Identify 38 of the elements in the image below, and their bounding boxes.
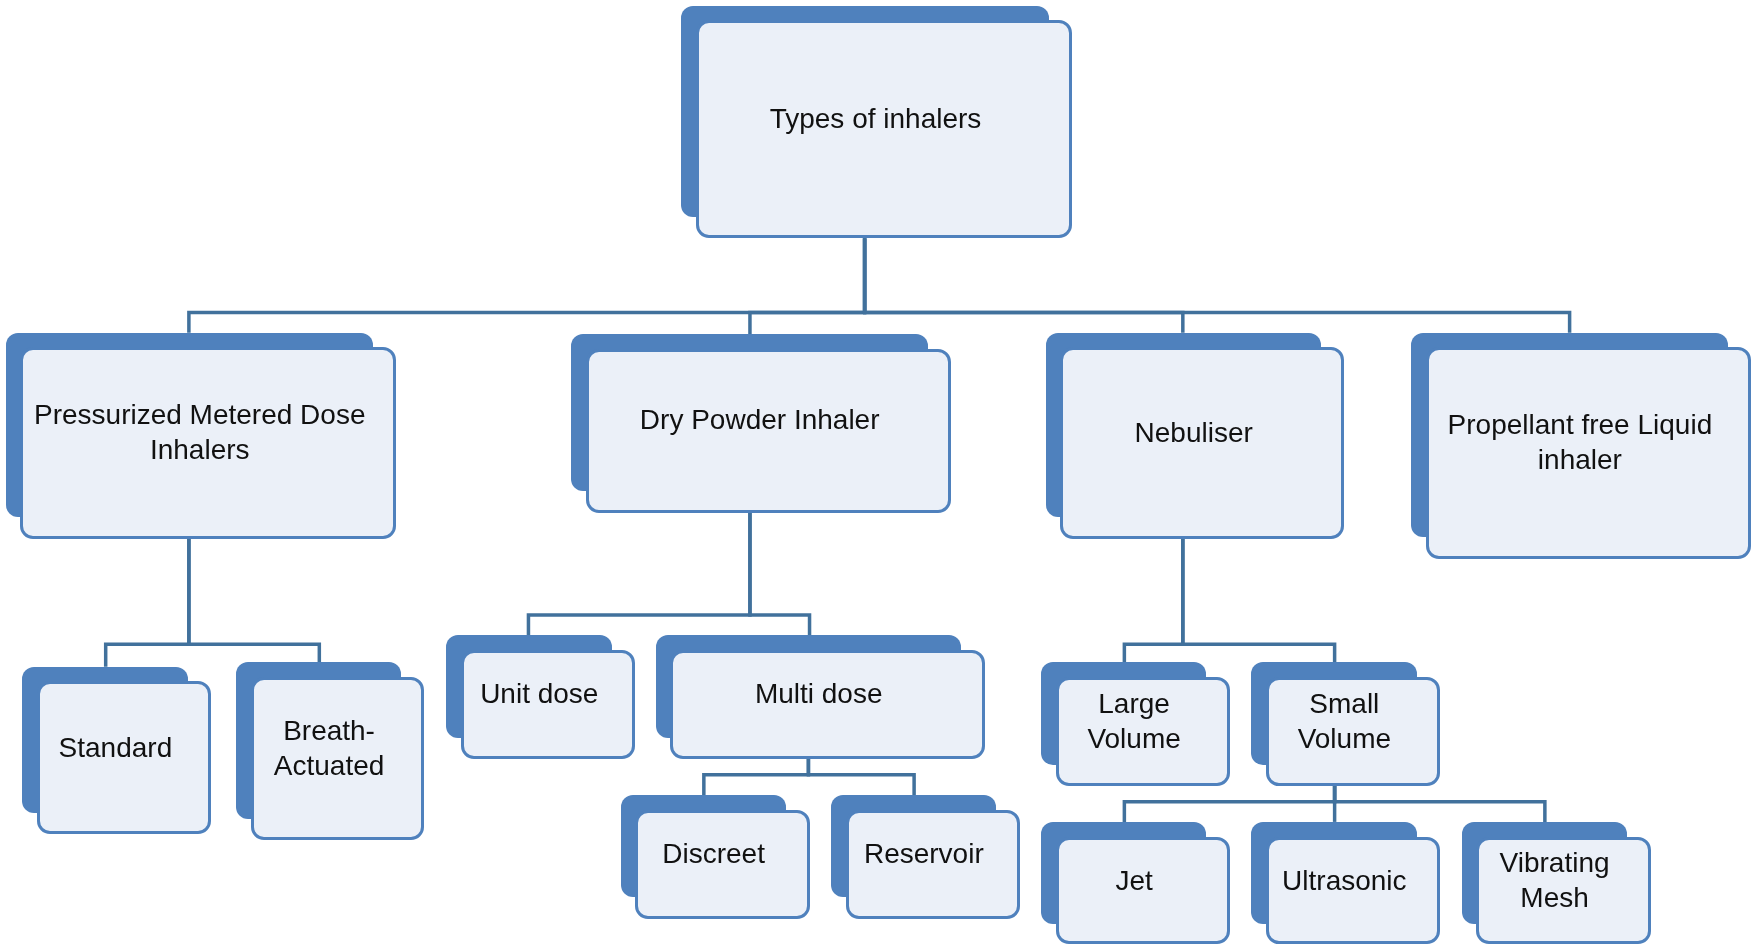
process-box: [1461, 821, 1651, 945]
connector-line: [862, 238, 1572, 333]
node-label: Reservoir: [863, 836, 984, 871]
node-label: Multi dose: [754, 677, 883, 712]
node-label: Vibrating Mesh: [1498, 846, 1611, 916]
node-label: Nebuliser: [1134, 415, 1253, 450]
node-label: Breath-Actuated: [272, 713, 386, 783]
process-box: [1045, 332, 1344, 539]
process-box: [22, 666, 212, 835]
process-box: [1041, 662, 1231, 786]
node-label: Pressurized Metered Dose Inhalers: [33, 398, 367, 468]
process-box: [446, 635, 636, 759]
process-box: [1041, 821, 1231, 945]
connector-line: [187, 538, 322, 663]
node-label: Ultrasonic: [1282, 863, 1407, 898]
process-box: [1251, 662, 1441, 786]
process-box: [571, 333, 952, 513]
process-box: [5, 332, 396, 539]
process-box: [620, 794, 810, 919]
process-box: [236, 662, 424, 840]
connector-line: [748, 512, 812, 636]
node-label: Small Volume: [1296, 686, 1393, 756]
node-label: Jet: [1115, 863, 1153, 898]
node-label: Standard: [58, 730, 173, 765]
connector-line: [806, 758, 916, 795]
node-label: Types of inhalers: [769, 102, 982, 137]
process-box: [1411, 332, 1751, 559]
process-box: [655, 635, 985, 759]
node-label: Discreet: [662, 836, 765, 871]
node-label: Unit dose: [480, 677, 599, 712]
node-label: Large Volume: [1086, 686, 1182, 756]
process-box: [681, 5, 1072, 239]
process-box: [1251, 821, 1441, 945]
process-box: [830, 794, 1020, 919]
node-label: Propellant free Liquid inhaler: [1446, 408, 1714, 478]
connector-line: [1181, 538, 1337, 663]
node-label: Dry Powder Inhaler: [639, 403, 880, 438]
connector-line: [1332, 785, 1547, 822]
